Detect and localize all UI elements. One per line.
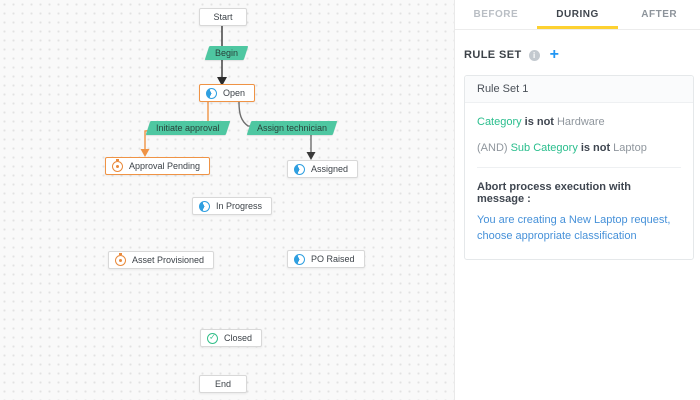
workflow-canvas[interactable]: Start Begin Open Initiate approval Assig… [0, 0, 455, 400]
node-label: Closed [224, 333, 253, 343]
node-start[interactable]: Start [199, 8, 247, 26]
node-in-progress[interactable]: In Progress [192, 197, 273, 215]
timer-icon [294, 163, 305, 175]
tab-label: DURING [556, 8, 599, 20]
node-closed[interactable]: ✓ Closed [200, 329, 263, 347]
node-label: Open [223, 88, 246, 98]
check-icon: ✓ [207, 332, 218, 344]
node-label: In Progress [216, 201, 263, 211]
node-asset-provisioned[interactable]: Asset Provisioned [108, 251, 215, 269]
tab-during[interactable]: DURING [536, 0, 619, 29]
rule-operator: is not [524, 116, 554, 128]
rule-field: Category [477, 116, 522, 128]
timer-icon [294, 253, 305, 265]
timer-icon [199, 200, 210, 212]
transition-initiate-approval[interactable]: Initiate approval [145, 121, 230, 135]
node-approval-pending[interactable]: Approval Pending [105, 157, 211, 175]
rule-field: Sub Category [510, 142, 578, 154]
tab-label: BEFORE [473, 8, 519, 20]
rule-action-label: Abort process execution with message : [477, 181, 632, 205]
node-label: Approval Pending [129, 161, 201, 171]
node-label: Asset Provisioned [132, 255, 205, 265]
rule-value: Laptop [613, 142, 647, 154]
info-icon[interactable]: i [528, 49, 540, 61]
rule-set-card-title[interactable]: Rule Set 1 [465, 76, 693, 103]
node-po-raised[interactable]: PO Raised [287, 250, 365, 268]
tab-before[interactable]: BEFORE [455, 0, 537, 29]
rule-conjunction: (AND) [477, 142, 508, 154]
rule-divider [477, 167, 681, 168]
transition-begin[interactable]: Begin [204, 46, 249, 60]
tab-after[interactable]: AFTER [618, 0, 700, 29]
node-end[interactable]: End [199, 375, 247, 393]
stopwatch-icon [112, 158, 123, 172]
arrowhead-open-approval [140, 149, 150, 157]
rule-value: Hardware [556, 116, 605, 128]
arrowhead-open-assigned [306, 152, 316, 160]
node-label: Start [213, 12, 233, 22]
stopwatch-icon [115, 252, 126, 266]
transition-label: Assign technician [257, 123, 328, 133]
rule-action-message[interactable]: You are creating a New Laptop request, c… [477, 214, 671, 242]
node-open[interactable]: Open [199, 84, 256, 102]
rules-panel: BEFORE DURING AFTER RULE SET i + Rule Se… [455, 0, 700, 400]
transition-label: Initiate approval [156, 123, 220, 133]
node-label: Assigned [311, 164, 349, 174]
node-label: End [214, 379, 231, 389]
add-rule-set-button[interactable]: + [549, 46, 559, 63]
timer-icon [206, 87, 217, 99]
rule-set-header-row: RULE SET i + [464, 47, 692, 63]
transition-label: Begin [215, 48, 239, 58]
rule-set-heading: RULE SET [464, 49, 522, 61]
tab-label: AFTER [641, 8, 678, 20]
check-glyph: ✓ [209, 332, 216, 342]
trigger-tabs: BEFORE DURING AFTER [455, 0, 700, 30]
rule-operator: is not [580, 142, 611, 154]
transition-assign-technician[interactable]: Assign technician [246, 121, 338, 135]
node-assigned[interactable]: Assigned [287, 160, 359, 178]
node-label: PO Raised [311, 254, 355, 264]
